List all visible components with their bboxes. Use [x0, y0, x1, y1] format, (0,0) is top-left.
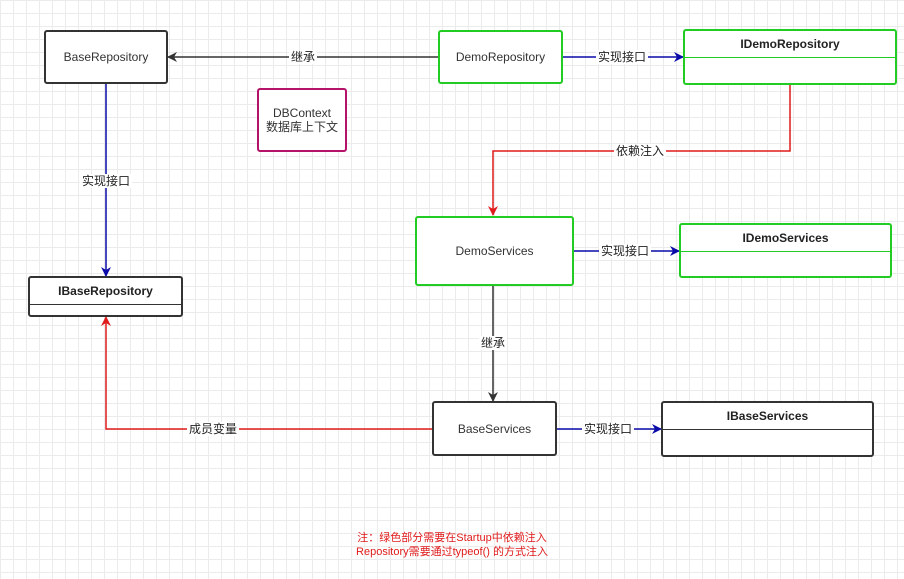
- node-ibase-repository[interactable]: IBaseRepository: [28, 276, 183, 317]
- edge-label-implements-demo-repo: 实现接口: [595, 50, 649, 64]
- node-demo-services-label: DemoServices: [455, 244, 534, 258]
- note-line2: Repository需要通过typeof() 的方式注入: [356, 546, 548, 558]
- edge-label-inherit-top: 继承: [288, 50, 318, 64]
- node-ibase-repository-label: IBaseRepository: [30, 278, 181, 305]
- node-dbcontext[interactable]: DBContext 数据库上下文: [257, 88, 347, 152]
- edge-label-dependency-injection: 依赖注入: [613, 144, 667, 158]
- edge-label-member-variable: 成员变量: [186, 422, 240, 436]
- node-idemo-repository-label: IDemoRepository: [685, 31, 895, 58]
- node-ibase-services-label: IBaseServices: [663, 403, 872, 430]
- edge-member-variable: [101, 316, 432, 430]
- node-base-repository[interactable]: BaseRepository: [44, 30, 168, 84]
- node-idemo-repository[interactable]: IDemoRepository: [683, 29, 897, 85]
- node-demo-repository-label: DemoRepository: [455, 50, 546, 64]
- note-line1: 注：绿色部分需要在Startup中依赖注入: [357, 532, 547, 544]
- node-base-services[interactable]: BaseServices: [432, 401, 557, 456]
- edge-label-implements-demo-services: 实现接口: [598, 244, 652, 258]
- node-base-services-label: BaseServices: [457, 421, 532, 436]
- edge-label-implements-base-repo: 实现接口: [79, 174, 133, 188]
- edge-label-inherit-services: 继承: [478, 336, 508, 350]
- node-dbcontext-line2: 数据库上下文: [265, 120, 338, 134]
- node-demo-services[interactable]: DemoServices: [415, 216, 574, 286]
- node-ibase-services[interactable]: IBaseServices: [661, 401, 874, 457]
- node-idemo-services[interactable]: IDemoServices: [679, 223, 892, 278]
- diagram-note: 注：绿色部分需要在Startup中依赖注入 Repository需要通过type…: [0, 531, 904, 559]
- node-dbcontext-line1: DBContext: [272, 106, 332, 120]
- node-demo-repository[interactable]: DemoRepository: [438, 30, 563, 84]
- node-base-repository-label: BaseRepository: [63, 50, 149, 64]
- edge-label-implements-base-services: 实现接口: [581, 422, 635, 436]
- node-idemo-services-label: IDemoServices: [681, 225, 890, 252]
